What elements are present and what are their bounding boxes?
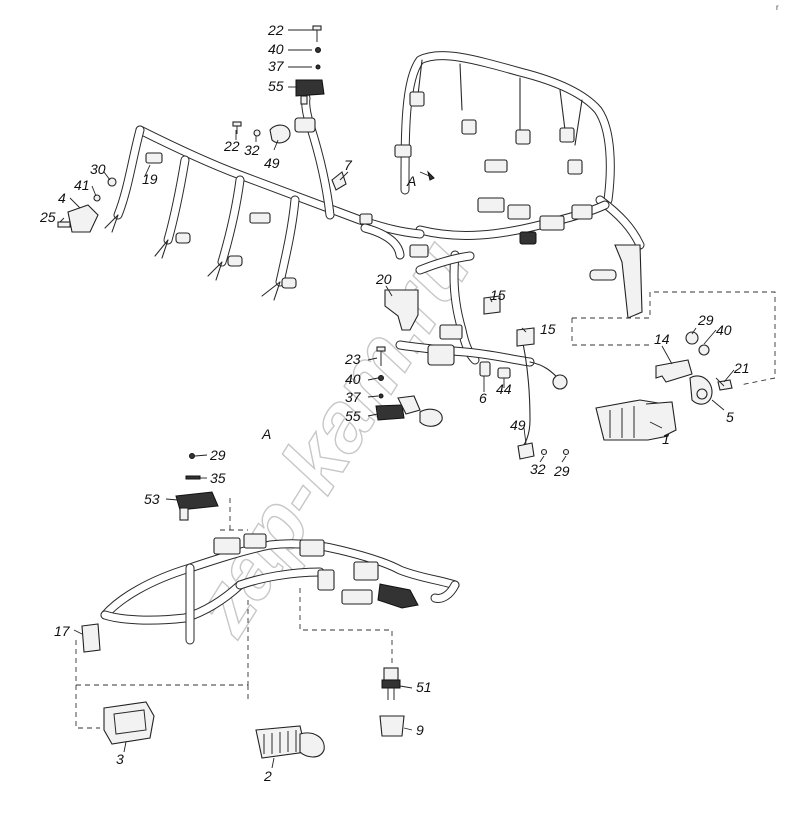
callout-23: 23: [344, 351, 361, 367]
callout-7: 7: [344, 157, 353, 173]
callout-25: 25: [39, 209, 56, 225]
callout-22b: 22: [223, 138, 240, 154]
callout-30: 30: [90, 161, 106, 177]
callout-29a: 29: [697, 312, 714, 328]
callout-29c: 29: [209, 447, 226, 463]
callout-2: 2: [263, 768, 272, 784]
module-3: [103, 701, 155, 745]
callout-17: 17: [54, 623, 71, 639]
callout-40a: 40: [268, 41, 284, 57]
sensor-55-top: [295, 25, 325, 105]
callout-32a: 32: [244, 142, 260, 158]
callout-49b: 49: [510, 417, 526, 433]
leader-lines: [59, 29, 735, 769]
callout-51: 51: [416, 679, 432, 695]
callout-9: 9: [416, 722, 424, 738]
sensor-53: [175, 453, 219, 521]
callout-55b: 55: [345, 408, 361, 424]
injector-harness-left: [104, 93, 425, 301]
callout-37b: 37: [345, 389, 362, 405]
view-a-label: A: [261, 426, 271, 442]
callout-55a: 55: [268, 78, 284, 94]
callout-44: 44: [496, 381, 512, 397]
callout-14: 14: [654, 331, 670, 347]
callout-37a: 37: [268, 58, 285, 74]
bracket-20: [384, 289, 419, 331]
view-arrow-a-label: A: [406, 173, 416, 189]
right-parts-group: [571, 291, 776, 441]
callout-40c: 40: [716, 322, 732, 338]
corner-mark: r: [776, 3, 779, 12]
fasteners-22-32-49: [232, 121, 291, 144]
callout-53: 53: [144, 491, 160, 507]
callout-29b: 29: [553, 463, 570, 479]
callout-32b: 32: [530, 461, 546, 477]
sleeve-9: [379, 715, 405, 737]
callout-5: 5: [726, 409, 734, 425]
callout-15a: 15: [490, 287, 506, 303]
connector-2: [255, 725, 325, 759]
bracket-17: [81, 623, 101, 653]
callout-15b: 15: [540, 321, 556, 337]
callout-22a: 22: [267, 22, 284, 38]
callout-1: 1: [662, 431, 670, 447]
callout-35: 35: [210, 470, 226, 486]
sensor-49: [517, 442, 570, 460]
callout-49a: 49: [264, 155, 280, 171]
callout-21: 21: [733, 360, 750, 376]
callout-3: 3: [116, 751, 124, 767]
view-a-harness: [75, 498, 460, 729]
callout-19: 19: [142, 171, 158, 187]
callout-41: 41: [74, 177, 90, 193]
callout-4: 4: [58, 190, 66, 206]
callout-6: 6: [479, 390, 487, 406]
callout-labels: 22 40 37 55 22 32 49 7 30 41 4 25 19 20 …: [39, 22, 750, 784]
callout-40b: 40: [345, 371, 361, 387]
callout-20: 20: [375, 271, 392, 287]
sensor-51: [381, 667, 401, 700]
bracket-4: [67, 204, 99, 233]
sensor-55-middle: [375, 346, 443, 427]
engine-harness-main: A: [394, 51, 645, 451]
